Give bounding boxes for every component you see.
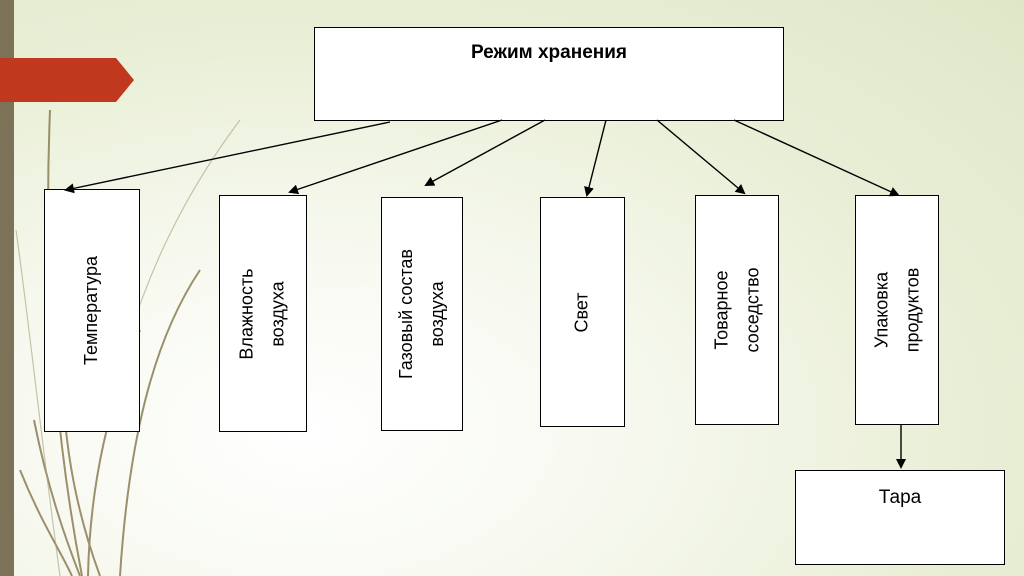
left-accent-bar — [0, 0, 14, 576]
node-gas-composition: Газовый состав воздуха — [381, 197, 463, 431]
arrow-to-temperature — [64, 121, 391, 194]
arrow-to-humidity — [288, 119, 503, 195]
storage-mode-title: Режим хранения — [470, 42, 628, 63]
node-humidity: Влажность воздуха — [219, 195, 307, 432]
node-packaging: Упаковка продуктов — [855, 195, 939, 425]
node-light: Свет — [540, 197, 625, 427]
node-container-label: Тара — [878, 487, 922, 508]
node-temperature: Температура — [44, 189, 140, 432]
storage-mode-title-box: Режим хранения — [314, 27, 784, 121]
red-arrow-tab — [0, 58, 134, 102]
arrow-to-light — [584, 119, 607, 197]
arrow-to-neighborhood — [656, 119, 746, 195]
arrow-to-gas-composition — [424, 119, 546, 186]
node-neighborhood: Товарное соседство — [695, 195, 779, 425]
arrow-to-packaging — [733, 119, 900, 197]
node-container: Тара — [795, 470, 1005, 565]
